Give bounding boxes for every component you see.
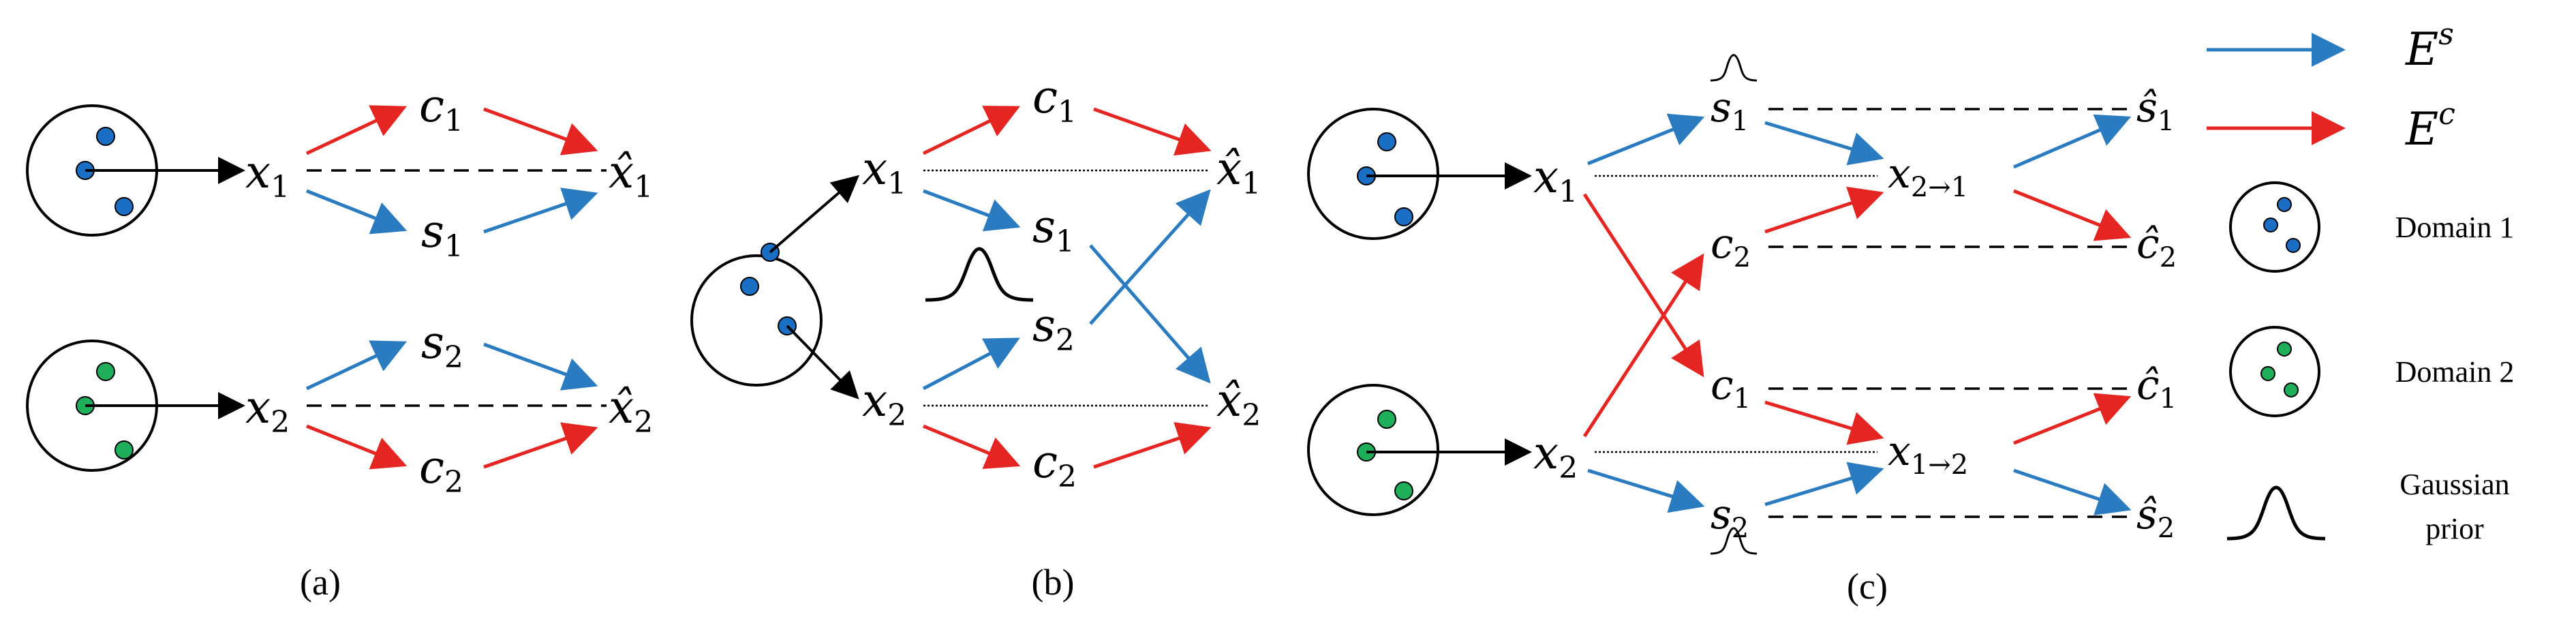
gaussian-prior-icon [925,247,1034,302]
node-c-x1: x1 [1533,151,1578,209]
edge-c-x2-c2 [1582,253,1704,438]
edge-c-s1-x21 [1764,121,1884,166]
node-b-xh1: x̂1 [1216,142,1261,201]
node-a-s1: s1 [421,205,463,264]
gaussian-prior-s1-icon [1710,54,1758,82]
node-a-xh2: x̂2 [609,381,653,440]
edge-a-c2-xh2 [483,422,598,469]
legend-domain1-circle [2229,181,2320,273]
edge-a-x1-s1 [306,189,408,235]
edge-c-c2-x21 [1764,186,1884,234]
node-c-x12: x1→2 [1888,427,1968,481]
node-b-x1: x1 [862,142,906,201]
legend-domain2-circle [2229,326,2320,417]
legend-gaussian-label-line2: prior [2425,512,2484,545]
legend-content-encoder-label: Ec [2405,97,2455,155]
edge-b-s2-xh1 [1089,189,1211,325]
node-b-s1: s1 [1032,200,1075,259]
node-c-ch2: ĉ2 [2136,220,2177,273]
node-b-xh2: x̂2 [1216,374,1261,433]
node-a-x1: x1 [245,146,290,205]
node-c-x2: x2 [1533,427,1578,485]
node-b-c1: c1 [1032,71,1077,130]
node-c-sh2: ŝ2 [2136,491,2175,544]
edge-b-x1-s1 [923,189,1021,232]
node-a-c2: c2 [419,441,463,500]
edge-a-x2-s2 [305,340,408,391]
shared-domain-circle [690,243,823,387]
edge-b-x2-c2 [923,424,1021,469]
node-b-c2: c2 [1032,436,1077,494]
node-c-s1: s1 [1711,84,1749,137]
edge-b-c2-xh2 [1093,422,1212,469]
edge-c-x21-sh1 [2013,114,2132,169]
edge-a-s2-xh2 [483,342,598,391]
domain2-circle-c [1307,384,1439,516]
legend-domain1-label: Domain 1 [2395,211,2515,244]
edge-c-x2-s2 [1587,468,1705,513]
caption-b: (b) [1032,562,1075,603]
legend-style-encoder-label: Es [2405,17,2454,76]
panel-b: x1 c1 s1 s2 c2 x2 x̂1 x̂2 (b) [690,71,1261,603]
edge-b-c1-xh1 [1093,107,1212,156]
arrow-b-circle-x2 [786,325,859,400]
legend: Es Ec Domain 1 Domain 2 Gaussian prior [2207,17,2514,545]
edge-c-x1-c1 [1582,193,1704,378]
caption-a: (a) [300,562,341,603]
node-c-c2: c2 [1711,220,1751,273]
node-b-x2: x2 [862,374,906,433]
edge-c-s2-x12 [1764,462,1884,507]
node-a-s2: s2 [421,316,463,375]
node-a-x2: x2 [245,381,290,440]
edge-a-c1-xh1 [483,107,598,155]
edge-b-s1-xh2 [1089,244,1211,384]
node-c-c1: c1 [1711,361,1751,415]
edge-c-x21-ch2 [2013,189,2132,241]
edge-a-s1-xh1 [483,187,598,234]
node-a-c1: c1 [419,80,463,138]
node-b-s2: s2 [1032,299,1075,358]
gaussian-prior-s2-icon [1710,527,1758,555]
panel-c: x1 x2 s1 c2 c1 s2 x2→1 x1→2 ŝ1 ĉ2 ĉ1 ŝ2 … [1307,54,2177,607]
domain1-circle-c [1307,108,1439,240]
node-c-ch1: ĉ1 [2136,361,2177,415]
edge-c-x12-sh2 [2013,468,2132,515]
legend-gaussian-label-line1: Gaussian [2399,468,2509,501]
edge-c-x12-ch1 [2013,393,2132,445]
panel-a: x1 c1 s1 x̂1 x2 s2 c2 x̂2 (a) [26,80,653,603]
legend-gaussian-icon [2226,485,2326,541]
node-c-s2: s2 [1711,491,1749,544]
node-a-xh1: x̂1 [609,146,653,205]
legend-domain2-label: Domain 2 [2395,355,2515,389]
edge-a-x2-c2 [306,424,408,470]
edge-a-x1-c1 [305,105,408,155]
node-c-sh1: ŝ1 [2136,84,2175,137]
caption-c: (c) [1847,566,1888,607]
edge-b-x2-s2 [922,337,1020,391]
edge-c-x1-s1 [1587,113,1705,166]
edge-b-x1-c1 [922,106,1020,155]
node-c-x21: x2→1 [1888,150,1968,203]
edge-c-c1-x12 [1764,400,1884,445]
arrow-b-circle-x1 [769,175,860,254]
